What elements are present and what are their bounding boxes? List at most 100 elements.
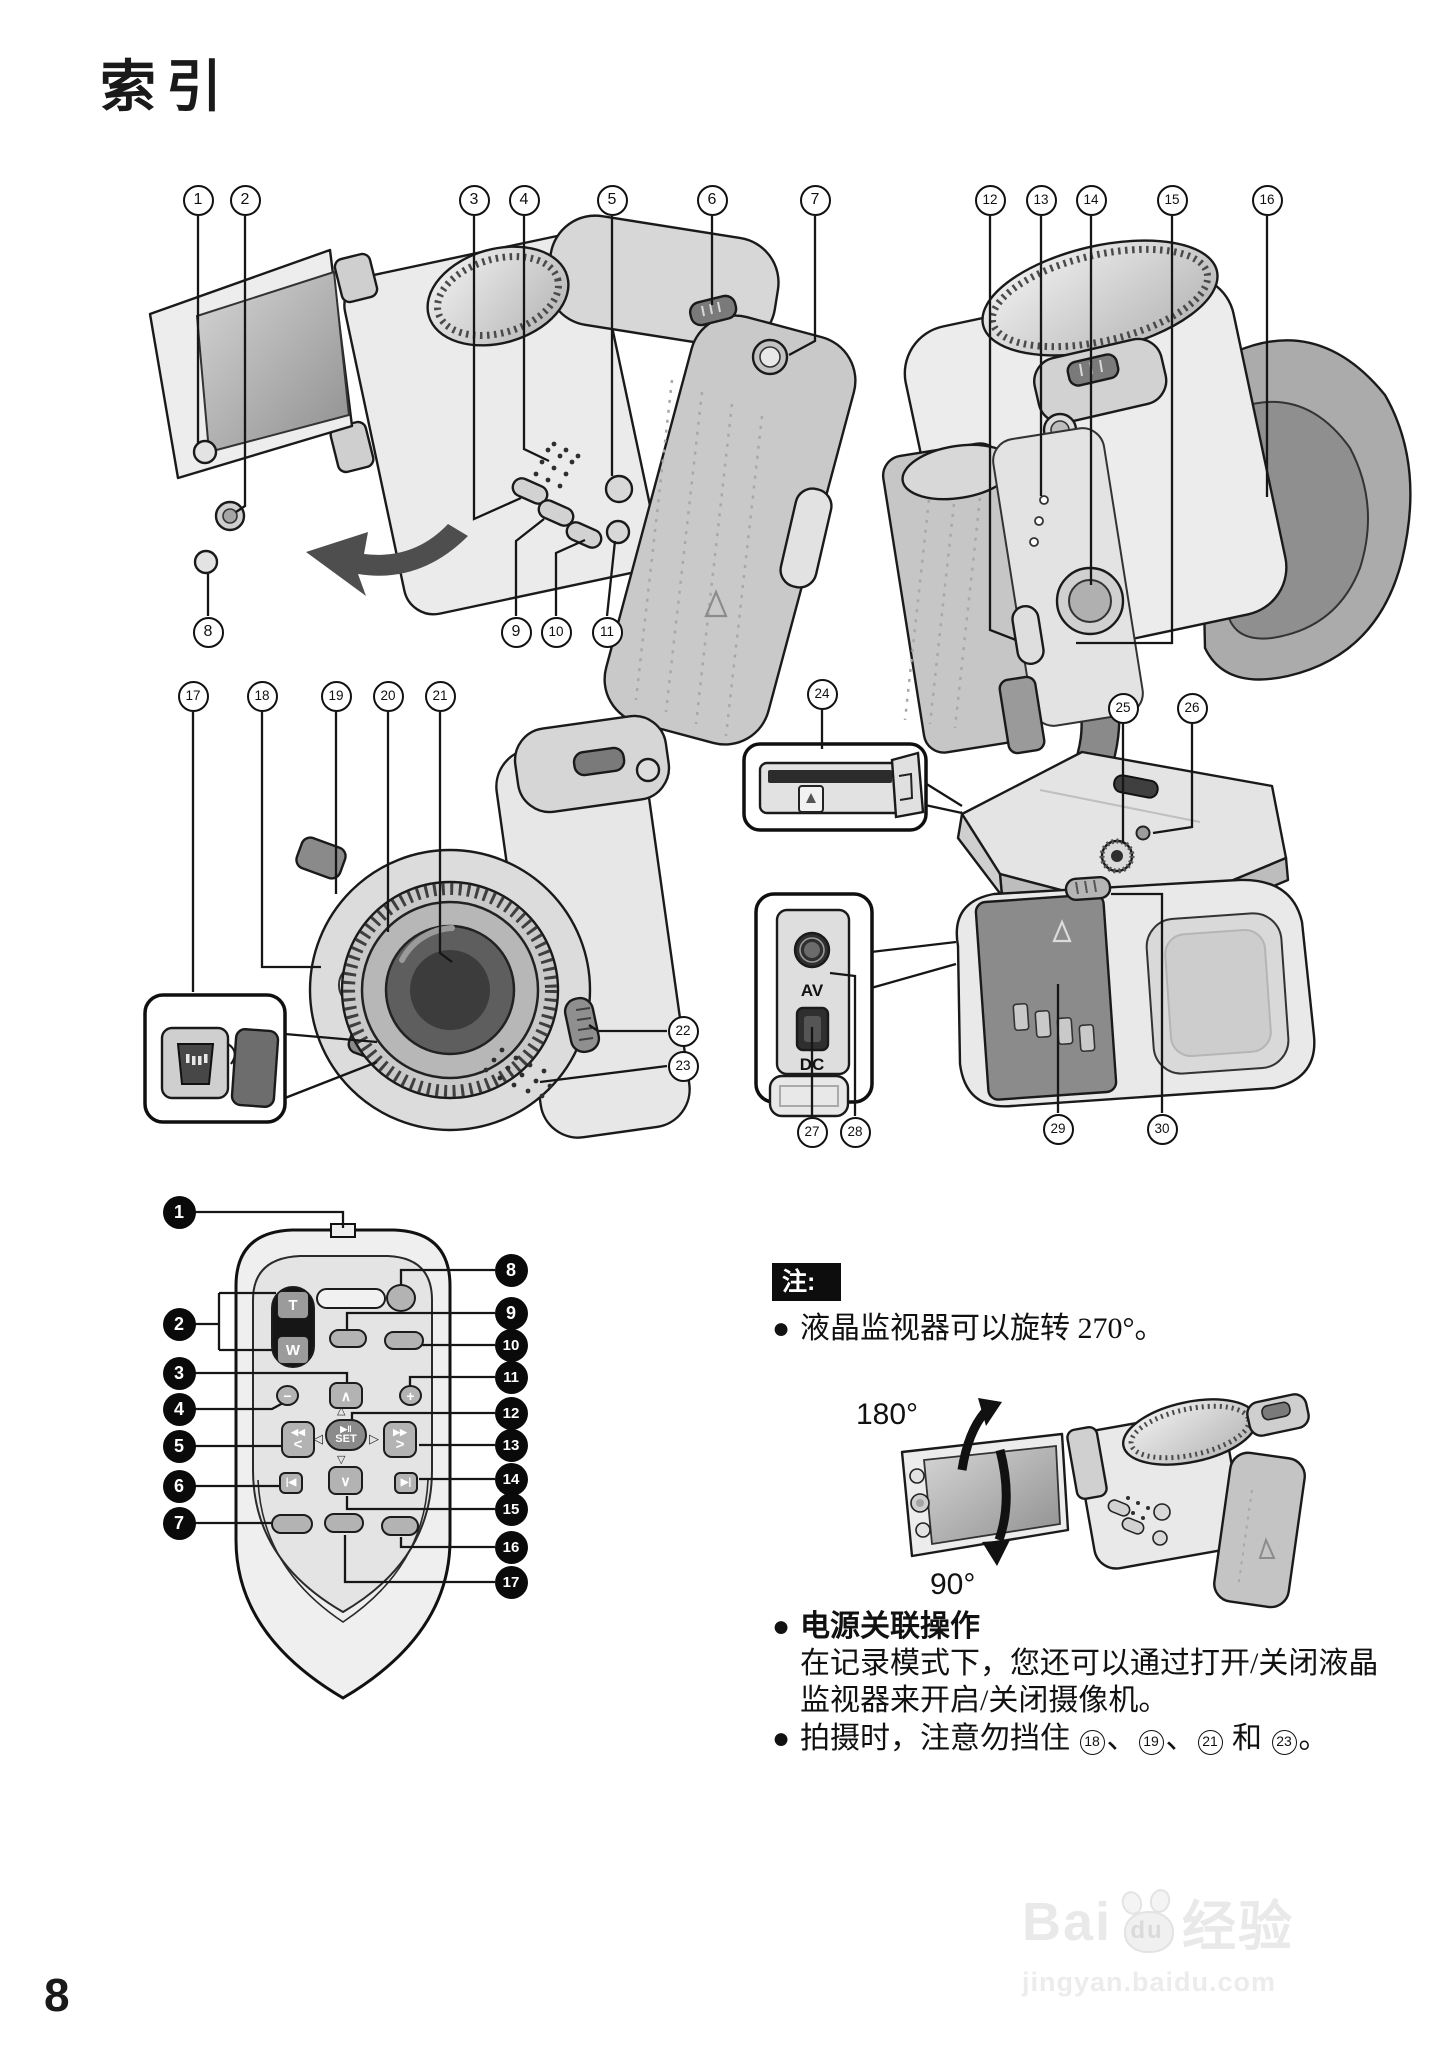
rotate-arrow-180 (957, 1409, 989, 1471)
baidu-paw-icon: du (1116, 1886, 1178, 1953)
callout-21: 21 (424, 680, 456, 712)
callout-28: 28 (839, 1116, 871, 1148)
callout-26: 26 (1176, 692, 1208, 724)
callout-24: 24 (806, 678, 838, 710)
callout-22: 22 (667, 1015, 699, 1047)
lcd-rotation-illustration (900, 1393, 1310, 1609)
callout-30: 30 (1146, 1113, 1178, 1145)
remote-up-triangle: △ (337, 1405, 346, 1417)
rotate-arrow-90 (994, 1448, 1011, 1542)
callout-4: 4 (508, 184, 540, 216)
watermark-suffix: 经验 (1182, 1897, 1295, 1957)
remote-callout-17: 17 (494, 1565, 528, 1599)
callout-5: 5 (596, 184, 628, 216)
note-power-line2: 监视器来开启/关闭摄像机。 (800, 1684, 1169, 1717)
bullet-icon: ● (772, 1722, 791, 1755)
remote-right-triangle: ▷ (369, 1431, 379, 1446)
callout-3: 3 (458, 184, 490, 216)
remote-zoom-t-button: T (277, 1291, 309, 1319)
remote-oval-button-right (381, 1516, 419, 1536)
battery-compartment (974, 893, 1118, 1101)
callout-8: 8 (192, 616, 224, 648)
label-90-degrees: 90° (930, 1568, 976, 1601)
callout-13: 13 (1025, 184, 1057, 216)
remote-left-triangle: ◁ (313, 1431, 323, 1446)
remote-callout-9: 9 (494, 1296, 528, 1330)
remote-plus-button: + (399, 1385, 422, 1406)
callout-17: 17 (177, 680, 209, 712)
remote-skip-back-button: |◀ (279, 1472, 303, 1494)
battery-contacts (1012, 1002, 1096, 1053)
watermark-brand: Bai (1022, 1891, 1113, 1952)
remote-up-button: ∧ (329, 1382, 363, 1409)
remote-down-triangle: ▽ (337, 1454, 346, 1466)
remote-oval-button-9 (329, 1329, 367, 1348)
remote-callout-10: 10 (494, 1328, 528, 1362)
camcorder-lcd-open-view (148, 214, 857, 746)
callout-10: 10 (540, 616, 572, 648)
watermark-url: jingyan.baidu.com (1022, 1967, 1277, 1997)
page-number: 8 (44, 1969, 70, 2021)
jack-cover (768, 1074, 850, 1118)
card-slot (768, 770, 892, 783)
callout-12: 12 (974, 184, 1006, 216)
remote-oval-button-center (324, 1513, 364, 1533)
callout-27: 27 (796, 1116, 828, 1148)
label-180-degrees: 180° (856, 1398, 919, 1431)
usb-cover (230, 1028, 280, 1108)
remote-callout-5: 5 (162, 1429, 196, 1463)
ref-callout-23: 23 (1271, 1730, 1297, 1755)
remote-minus-button: − (276, 1385, 299, 1406)
page-title: 索引 (100, 55, 232, 118)
callout-25: 25 (1107, 692, 1139, 724)
remote-forward-button: ▶▶ > (383, 1421, 417, 1458)
lens-knurl-ring (343, 883, 557, 1097)
callout-1: 1 (182, 184, 214, 216)
callout-29: 29 (1042, 1113, 1074, 1145)
card-cover (890, 751, 925, 819)
leader-lines (191, 216, 1269, 1584)
note-power-line1: 在记录模式下，您还可以通过打开/关闭液晶 (800, 1647, 1379, 1680)
lens (410, 950, 490, 1030)
remote-rewind-button: ◀◀ < (281, 1421, 315, 1458)
bullet-icon: ● (772, 1312, 791, 1345)
remote-callout-2: 2 (162, 1307, 196, 1341)
remote-callout-1: 1 (162, 1195, 196, 1229)
callout-9: 9 (500, 616, 532, 648)
remote-callout-8: 8 (494, 1253, 528, 1287)
callout-16: 16 (1251, 184, 1283, 216)
note-power-title: ●电源关联操作 (772, 1610, 980, 1643)
microphone-grill (483, 1047, 553, 1099)
callout-14: 14 (1075, 184, 1107, 216)
camcorder-battery-view (955, 875, 1316, 1108)
note-bullet-shooting: ●拍摄时，注意勿挡住 18、19、21 和 23。 (772, 1722, 1329, 1755)
callout-23: 23 (667, 1050, 699, 1082)
remote-callout-14: 14 (494, 1462, 528, 1496)
callout-20: 20 (372, 680, 404, 712)
callout-6: 6 (696, 184, 728, 216)
tripod-socket (1099, 838, 1135, 874)
usb-connector-detail (143, 993, 287, 1124)
card-slot-detail (742, 742, 928, 832)
remote-oval-button-10 (384, 1331, 424, 1350)
remote-skip-forward-button: ▶| (394, 1472, 418, 1494)
remote-callout-16: 16 (494, 1530, 528, 1564)
remote-oval-button-7 (271, 1514, 313, 1534)
callout-2: 2 (229, 184, 261, 216)
remote-zoom-w-button: W (277, 1336, 309, 1364)
remote-callout-11: 11 (494, 1360, 528, 1394)
remote-oval-button-top (316, 1288, 386, 1309)
callout-7: 7 (799, 184, 831, 216)
remote-callout-7: 7 (162, 1506, 196, 1540)
remote-info-button (386, 1284, 416, 1312)
ref-callout-21: 21 (1197, 1730, 1223, 1755)
av-label: AV (801, 981, 824, 1000)
camcorder-front-view (295, 714, 691, 1139)
bullet-icon: ● (772, 1610, 791, 1643)
remote-callout-15: 15 (494, 1492, 528, 1526)
camcorder-rear-right-view (881, 239, 1412, 844)
note-bullet-rotation: ●液晶监视器可以旋转 270°。 (772, 1312, 1165, 1345)
callout-15: 15 (1156, 184, 1188, 216)
